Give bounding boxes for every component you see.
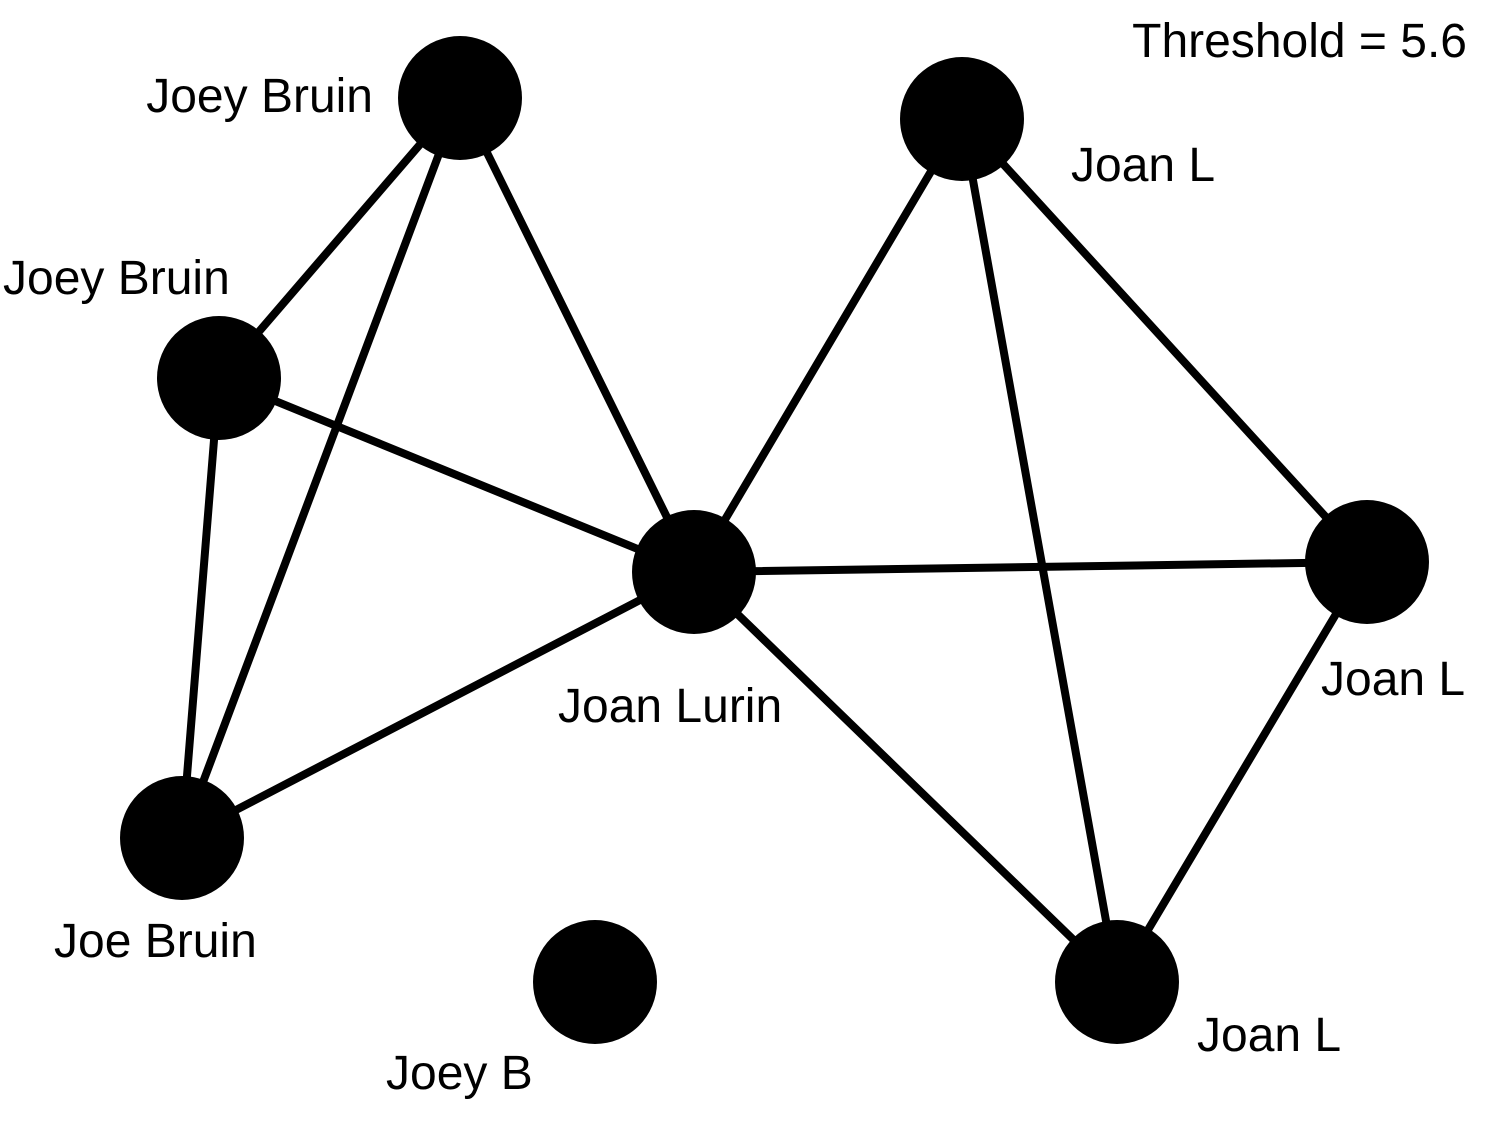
node-label-n8: Joey B (386, 1047, 533, 1100)
edge-n4-n7 (690, 568, 1121, 986)
node-label-n4: Joan Lurin (558, 680, 782, 733)
node-n8 (533, 920, 657, 1044)
node-n5 (900, 57, 1024, 181)
edge-n6-n7 (1113, 558, 1371, 986)
node-label-n1: Joey Bruin (146, 70, 373, 123)
edge-n1-n3 (178, 94, 464, 842)
edges-layer (178, 94, 1371, 986)
edge-n4-n6 (690, 558, 1371, 576)
node-label-n7: Joan L (1197, 1009, 1341, 1062)
edge-n2-n4 (215, 374, 698, 576)
node-n1 (398, 36, 522, 160)
edge-n5-n7 (958, 115, 1121, 986)
nodes-layer (120, 36, 1429, 1044)
edge-n4-n5 (690, 115, 966, 576)
node-label-n6: Joan L (1321, 653, 1465, 706)
threshold-label: Threshold = 5.6 (1132, 15, 1467, 68)
node-label-n2: Joey Bruin (3, 252, 230, 305)
node-label-n3: Joe Bruin (54, 915, 257, 968)
labels-layer: Joey Bruin Joey Bruin Joe Bruin Joan Lur… (3, 15, 1467, 1100)
edge-n1-n4 (456, 94, 698, 576)
edge-n3-n4 (178, 568, 698, 842)
edge-n2-n3 (178, 374, 223, 842)
node-n7 (1055, 920, 1179, 1044)
node-n6 (1305, 500, 1429, 624)
node-n2 (157, 316, 281, 440)
node-n3 (120, 776, 244, 900)
node-label-n5: Joan L (1071, 139, 1215, 192)
edge-n5-n6 (958, 115, 1371, 566)
node-n4 (632, 510, 756, 634)
